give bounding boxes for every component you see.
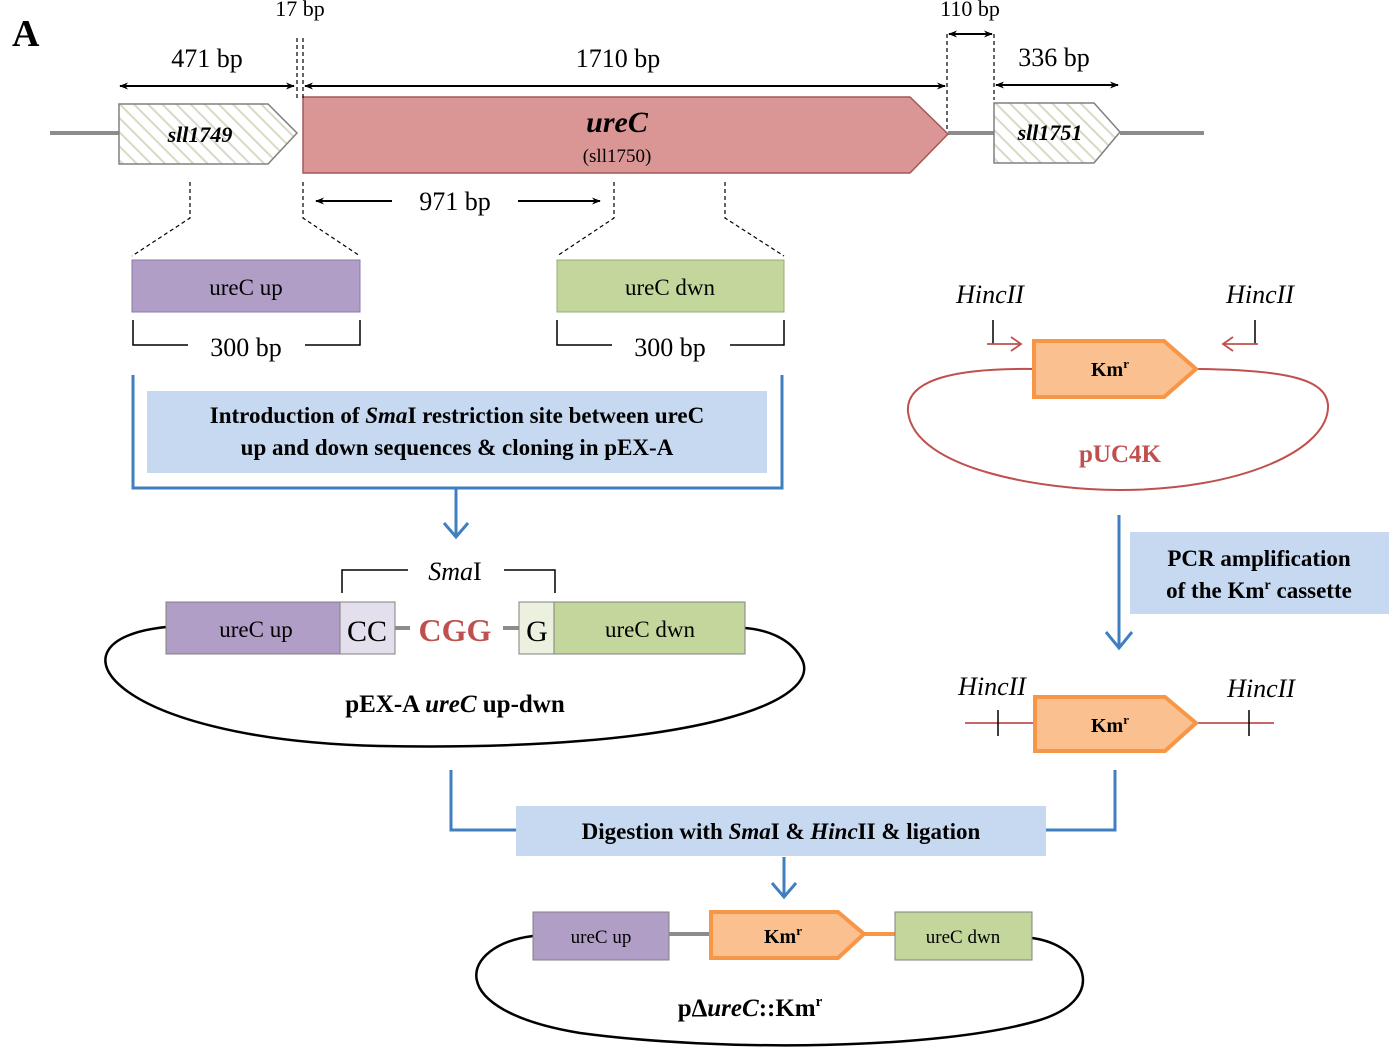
- puc-primer-reverse-head: [1221, 336, 1234, 352]
- cassette-hincii-left-label: HincII: [957, 672, 1027, 701]
- pex-smai-bracket: [341, 569, 556, 593]
- fragment-urec-dwn: [556, 259, 785, 313]
- puc-backbone: [906, 367, 1330, 492]
- fragment-dwn-length: 300 bp: [634, 333, 706, 362]
- puc-kmr-label: Kmr: [1091, 356, 1129, 381]
- panel-label: A: [12, 13, 40, 55]
- final-urec-up-label: ureC up: [571, 927, 632, 948]
- step3-label: Digestion with SmaI & HincII & ligation: [582, 819, 981, 844]
- pex-g-box: [518, 601, 555, 655]
- step1-box: [147, 391, 767, 473]
- puc-primer-forward-head: [1010, 336, 1023, 352]
- gene-sll1751: [993, 102, 1121, 164]
- step2-box: [1130, 532, 1389, 614]
- fragment-urec-dwn-label: ureC dwn: [625, 275, 716, 300]
- step2-arrow-head: [1104, 631, 1134, 651]
- pex-cc-box: [339, 601, 396, 655]
- cassette-kmr-label: Kmr: [1091, 712, 1129, 737]
- step1-flow-line: [131, 375, 784, 490]
- step2-line2: of the Kmr cassette: [1166, 578, 1352, 603]
- linear-kmr-cassette: Kmr HincII HincII: [957, 672, 1296, 753]
- genomic-locus: sll1749 ureC (sll1750) sll1751 471 bp 17…: [50, 0, 1204, 216]
- pex-urec-dwn-box: [553, 601, 746, 655]
- gene-urec-label: ureC: [586, 106, 649, 139]
- gene-sll1749-label: sll1749: [167, 122, 233, 147]
- step1-line1: Introduction of SmaI restriction site be…: [210, 403, 705, 428]
- puc-plasmid-name: pUC4K: [1079, 441, 1162, 468]
- fragment-dwn-bracket: [556, 320, 785, 346]
- len-gap1-label: 17 bp: [275, 0, 325, 21]
- final-backbone: [475, 934, 1085, 1047]
- fragment-urec-up: [131, 259, 361, 313]
- final-kmr-label: Kmr: [764, 923, 802, 948]
- fragment-up-bracket: [132, 320, 361, 346]
- final-urec-up-box: [532, 911, 670, 961]
- pex-cgg-label: CGG: [419, 612, 492, 648]
- len-inner-label: 971 bp: [419, 187, 491, 216]
- step1-line2: up and down sequences & cloning in pEX-A: [241, 435, 674, 460]
- puc-hincii-right-label: HincII: [1225, 280, 1295, 309]
- pex-cc-label: CC: [347, 615, 387, 648]
- len-left-label: 471 bp: [171, 44, 243, 73]
- fragment-urec-up-label: ureC up: [209, 275, 282, 300]
- gene-sll1749: [118, 103, 299, 165]
- pex-smai-label: SmaI: [428, 557, 481, 586]
- step3-box: [516, 806, 1046, 856]
- plasmid-puc4k: Kmr HincII HincII pUC4K: [906, 280, 1330, 492]
- final-urec-dwn-box: [894, 911, 1033, 961]
- step2-line1: PCR amplification: [1167, 546, 1351, 571]
- pex-urec-up-box: [165, 601, 341, 655]
- fragment-projections: [131, 182, 785, 257]
- len-right-label: 336 bp: [1018, 43, 1090, 72]
- len-gap2-label: 110 bp: [940, 0, 1000, 21]
- len-main-label: 1710 bp: [576, 44, 661, 73]
- pex-g-label: G: [526, 615, 548, 648]
- pex-urec-dwn-label: ureC dwn: [605, 617, 696, 642]
- final-plasmid-name: pΔureC::Kmr: [678, 994, 823, 1022]
- step1-down-arrow-head: [442, 522, 470, 540]
- final-kmr-box: [709, 910, 868, 960]
- puc-kmr-cassette: [1032, 339, 1200, 399]
- step3-flow-left: [449, 770, 518, 832]
- pex-backbone: [104, 625, 806, 748]
- final-urec-dwn-label: ureC dwn: [926, 927, 1001, 948]
- gene-urec: [302, 96, 950, 174]
- step3-down-arrow-head: [770, 882, 798, 900]
- gene-sll1751-label: sll1751: [1017, 120, 1083, 145]
- cassette-hincii-right-label: HincII: [1226, 674, 1296, 703]
- gene-urec-sublabel: (sll1750): [583, 146, 652, 167]
- pex-urec-up-label: ureC up: [219, 617, 292, 642]
- puc-hincii-left-label: HincII: [955, 280, 1025, 309]
- pex-plasmid-name: pEX-A ureC up-dwn: [345, 691, 565, 718]
- plasmid-pex-urec: SmaI ureC up CC CGG G ureC dwn pEX-A ure…: [104, 557, 806, 748]
- plasmid-delta-urec: ureC up Kmr ureC dwn pΔureC::Kmr: [475, 910, 1085, 1047]
- step3-flow-right: [1046, 770, 1117, 832]
- cassette-kmr-box: [1033, 695, 1200, 753]
- fragment-up-length: 300 bp: [210, 333, 282, 362]
